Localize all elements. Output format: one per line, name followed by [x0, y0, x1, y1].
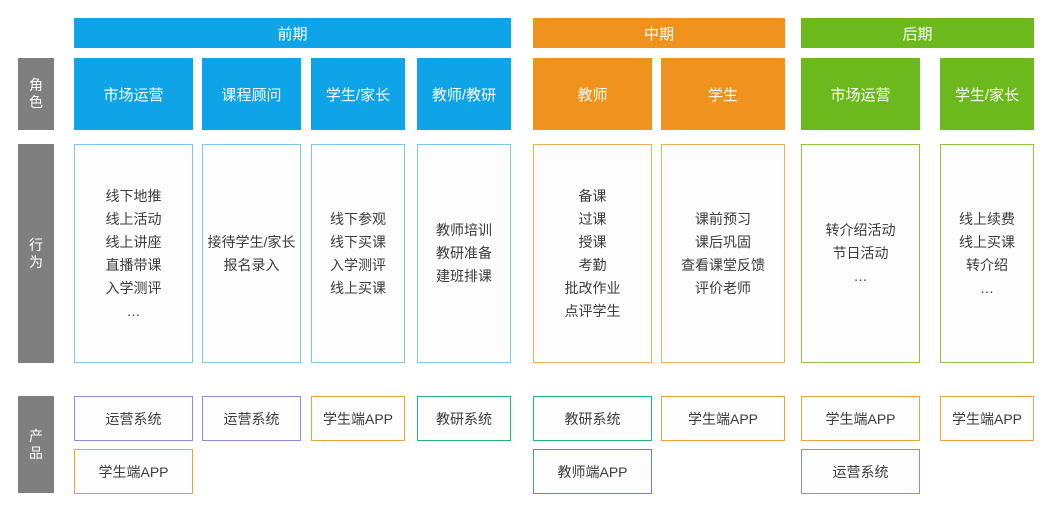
behavior-box: 课前预习 课后巩固 查看课堂反馈 评价老师: [661, 144, 785, 363]
row-label-behavior-text: 行为: [29, 236, 43, 270]
behavior-box: 线下参观 线下买课 入学测评 线上买课: [311, 144, 405, 363]
behavior-box: 接待学生/家长 报名录入: [202, 144, 301, 363]
row-label-product: 产品: [18, 396, 54, 493]
product-box[interactable]: 运营系统: [202, 396, 301, 441]
behavior-text: 接待学生/家长 报名录入: [207, 233, 296, 273]
product-box[interactable]: 学生端APP: [801, 396, 920, 441]
behavior-text: 线下参观 线下买课 入学测评 线上买课: [330, 210, 386, 296]
behavior-box: 线下地推 线上活动 线上讲座 直播带课 入学测评 …: [74, 144, 193, 363]
phase-banner: 后期: [801, 18, 1034, 48]
row-label-role: 角色: [18, 58, 54, 130]
behavior-text: 线上续费 线上买课 转介绍 …: [959, 210, 1015, 296]
role-chip: 学生: [661, 58, 785, 130]
behavior-text: 备课 过课 授课 考勤 批改作业 点评学生: [564, 187, 621, 319]
phase-banner: 中期: [533, 18, 785, 48]
row-label-product-text: 产品: [29, 427, 43, 461]
phase-banner: 前期: [74, 18, 511, 48]
behavior-box: 教师培训 教研准备 建班排课: [417, 144, 511, 363]
product-box[interactable]: 学生端APP: [940, 396, 1034, 441]
behavior-box: 转介绍活动 节日活动 …: [801, 144, 920, 363]
behavior-text: 课前预习 课后巩固 查看课堂反馈 评价老师: [681, 210, 765, 296]
row-label-role-text: 角色: [29, 77, 43, 110]
role-chip: 教师: [533, 58, 652, 130]
product-box[interactable]: 运营系统: [74, 396, 193, 441]
product-box[interactable]: 运营系统: [801, 449, 920, 494]
role-chip: 学生/家长: [940, 58, 1034, 130]
behavior-text: 教师培训 教研准备 建班排课: [436, 222, 492, 284]
product-box[interactable]: 教研系统: [417, 396, 511, 441]
role-chip: 课程顾问: [202, 58, 301, 130]
behavior-box: 线上续费 线上买课 转介绍 …: [940, 144, 1034, 363]
product-box[interactable]: 学生端APP: [311, 396, 405, 441]
product-box[interactable]: 学生端APP: [74, 449, 193, 494]
role-chip: 市场运营: [74, 58, 193, 130]
behavior-text: 转介绍活动 节日活动 …: [825, 222, 896, 284]
product-box[interactable]: 教师端APP: [533, 449, 652, 494]
product-box[interactable]: 学生端APP: [661, 396, 785, 441]
product-box[interactable]: 教研系统: [533, 396, 652, 441]
role-chip: 学生/家长: [311, 58, 405, 130]
behavior-box: 备课 过课 授课 考勤 批改作业 点评学生: [533, 144, 652, 363]
behavior-text: 线下地推 线上活动 线上讲座 直播带课 入学测评 …: [105, 187, 162, 319]
row-label-behavior: 行为: [18, 144, 54, 363]
role-chip: 教师/教研: [417, 58, 511, 130]
role-chip: 市场运营: [801, 58, 920, 130]
